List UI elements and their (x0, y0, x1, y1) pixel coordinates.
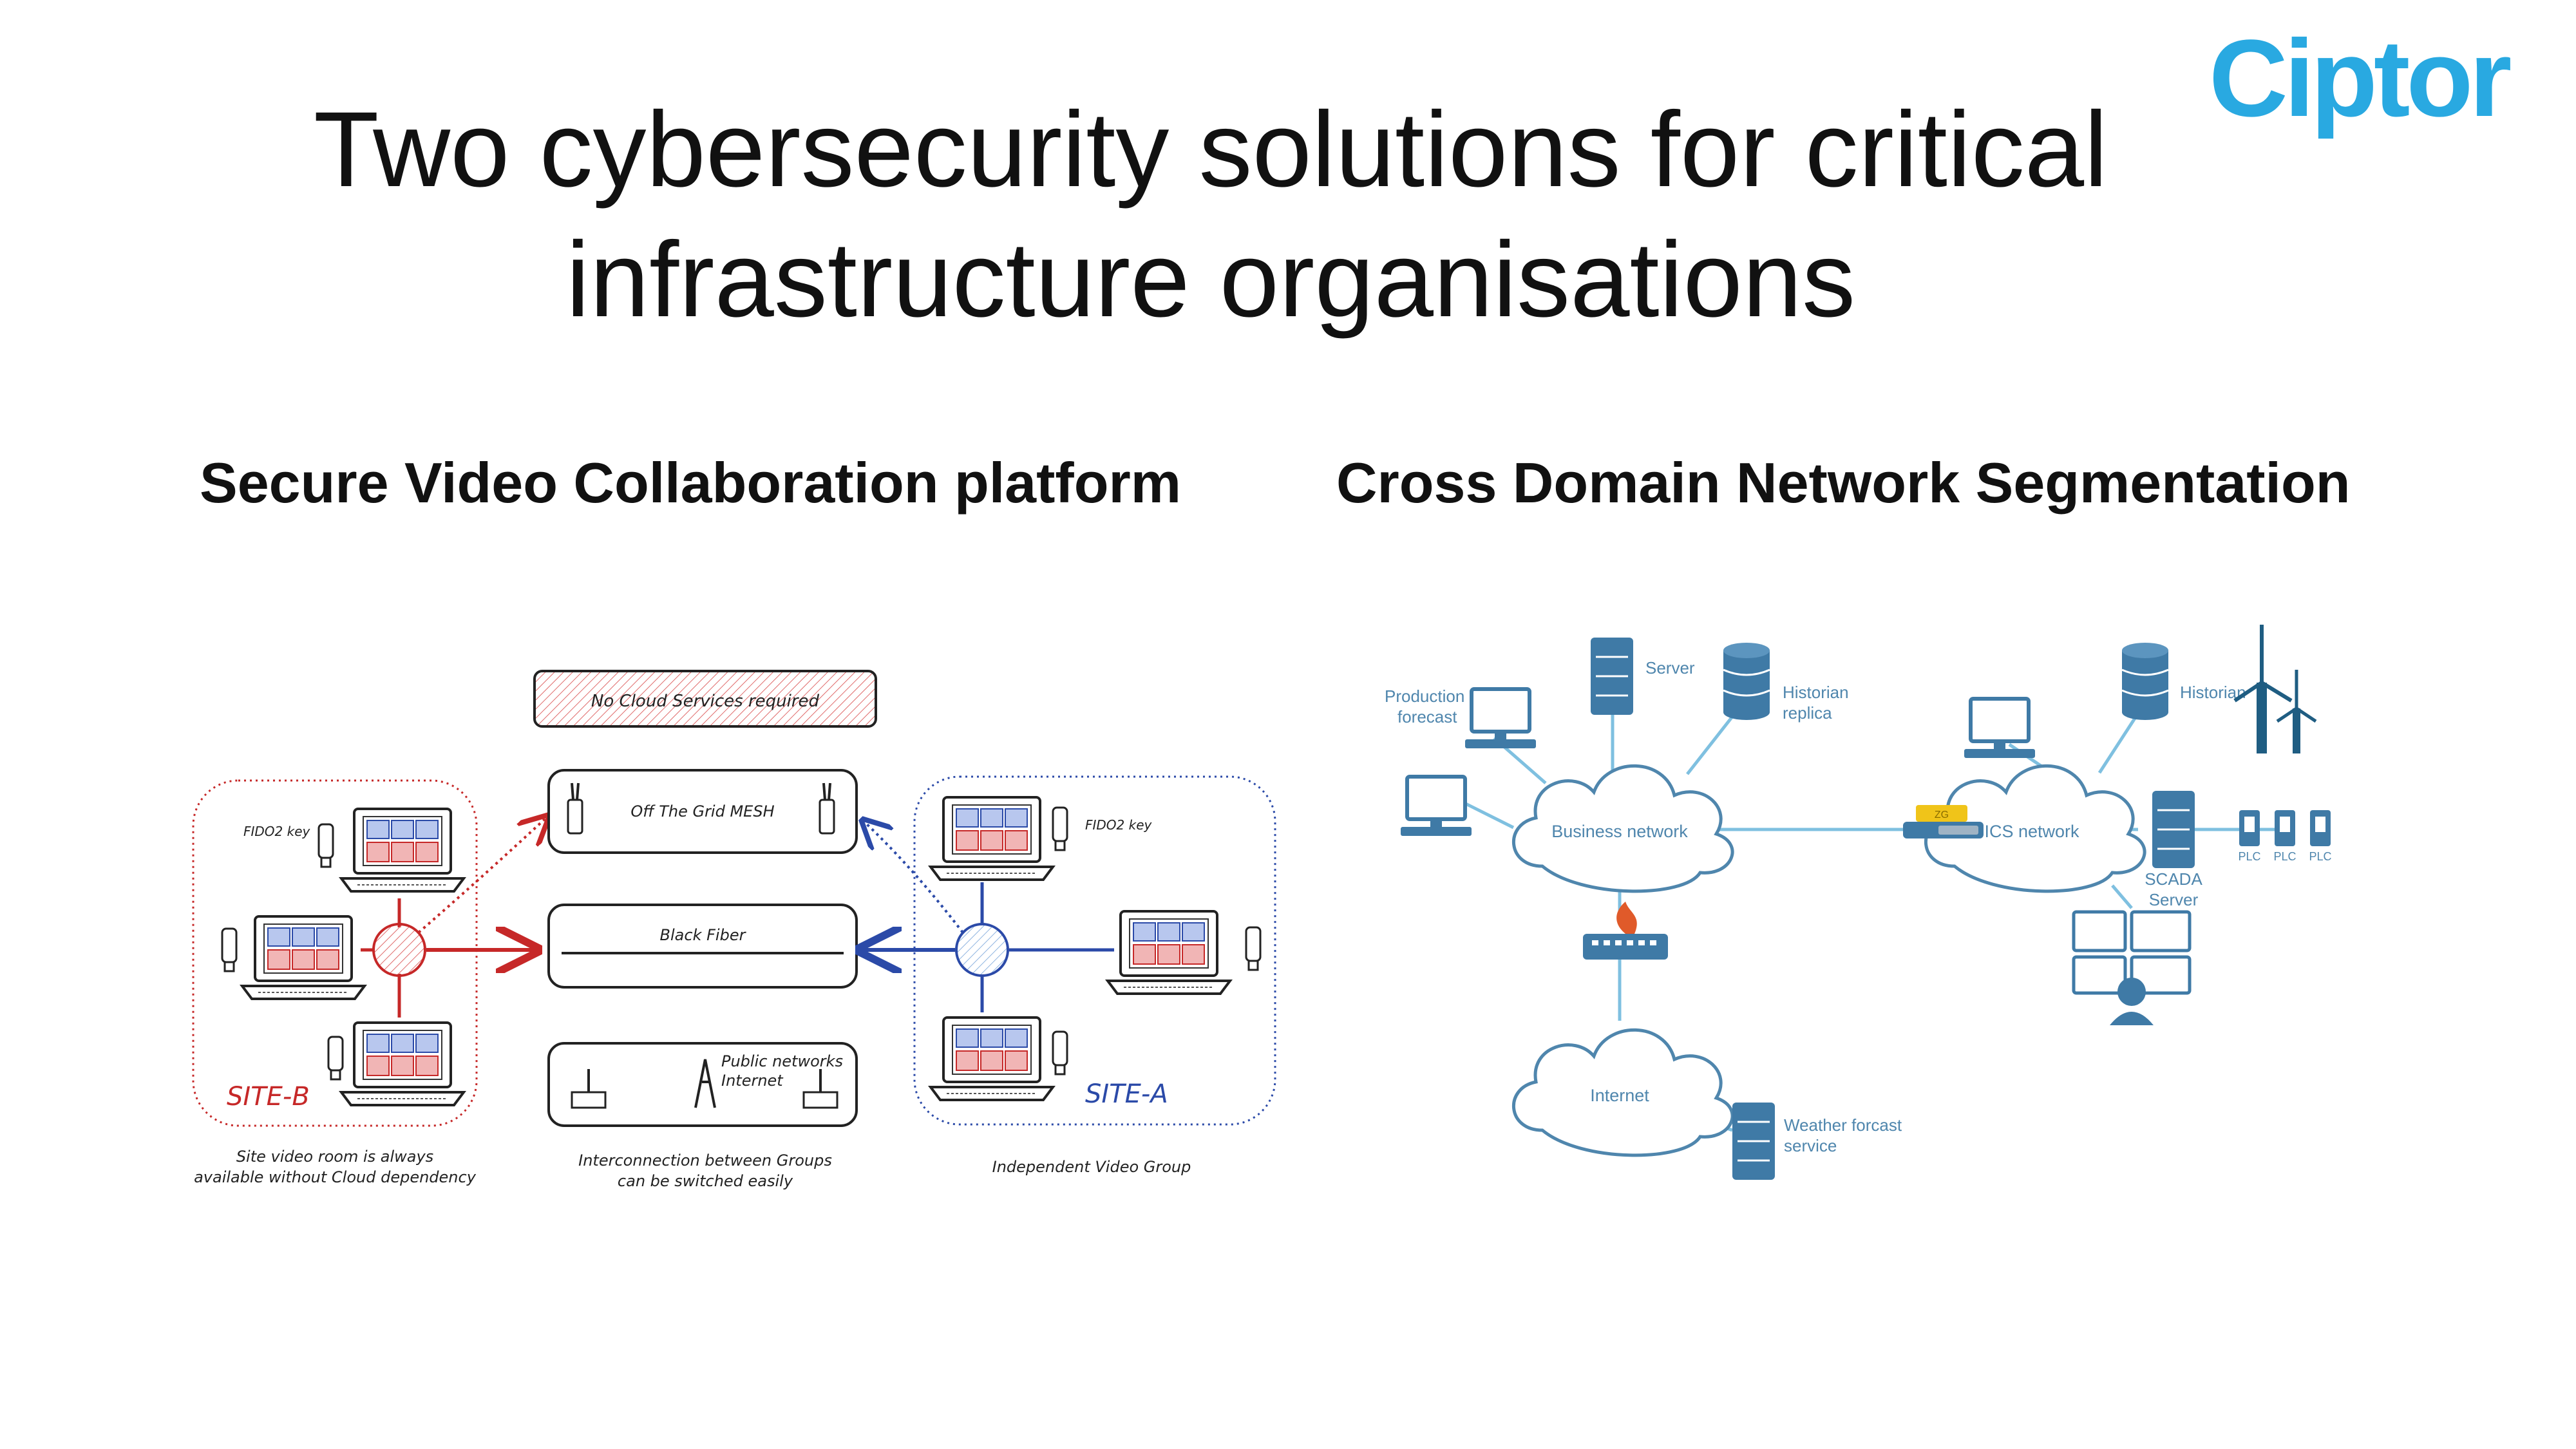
internet-label: Internet (721, 1072, 784, 1090)
weather-label-2: service (1784, 1136, 1837, 1155)
plc-label-1: PLC (2238, 850, 2260, 863)
plc-icon-3 (2310, 810, 2331, 846)
production-forecast-label-1: Production (1385, 687, 1464, 706)
site-a-caption: Independent Video Group (992, 1158, 1191, 1176)
site-b-fido-key-3 (327, 1036, 344, 1081)
site-b-fido-label: FIDO2 key (243, 824, 311, 839)
site-a-fido-key-3 (1052, 1030, 1068, 1075)
public-networks-label: Public networks (721, 1052, 843, 1070)
laptop-icon (1401, 777, 1472, 836)
server-label: Server (1645, 658, 1695, 677)
no-cloud-label: No Cloud Services required (591, 692, 820, 711)
site-b-fido-key-2 (221, 927, 238, 972)
production-forecast-monitor-icon (1465, 689, 1536, 748)
server-icon (1589, 636, 1634, 716)
zg-gateway-top (1916, 805, 1967, 822)
internet-label: Internet (1590, 1086, 1649, 1105)
ics-monitor-icon (1964, 699, 2035, 758)
scada-server-icon (2151, 790, 2196, 869)
site-b-laptop-3 (340, 1021, 465, 1106)
mesh-box (547, 769, 858, 854)
historian-replica-db-icon (1722, 641, 1771, 721)
scada-label-1: SCADA (2145, 869, 2202, 889)
middle-caption-1: Interconnection between Groups (578, 1151, 832, 1170)
ics-network-label: ICS network (1984, 822, 2079, 841)
business-network-label: Business network (1551, 822, 1688, 841)
site-b-hub (372, 923, 426, 977)
plc-label-3: PLC (2309, 850, 2331, 863)
mesh-label: Off The Grid MESH (630, 802, 774, 820)
production-forecast-label-2: forecast (1397, 707, 1457, 726)
weather-label-1: Weather forcast (1784, 1115, 1902, 1135)
plc-icon-2 (2275, 810, 2295, 846)
site-a-laptop-2 (1106, 910, 1231, 995)
heading-network-segmentation: Cross Domain Network Segmentation (1336, 451, 2351, 515)
site-a-label: SITE-A (1085, 1079, 1168, 1109)
weather-service-server-icon (1731, 1101, 1776, 1181)
page-title-line-1: Two cybersecurity solutions for critical (313, 90, 2108, 209)
site-b-laptop-2 (241, 915, 366, 1000)
historian-db-icon (2121, 641, 2170, 721)
public-networks-box (547, 1042, 858, 1127)
site-a-hub (955, 923, 1009, 977)
heading-video-platform: Secure Video Collaboration platform (200, 451, 1181, 515)
historian-replica-label-1: Historian (1783, 683, 1849, 702)
black-fiber-box (547, 904, 858, 989)
site-b-caption-2: available without Cloud dependency (194, 1168, 477, 1186)
scada-label-2: Server (2149, 890, 2199, 909)
site-b-fido-key-1 (317, 823, 334, 868)
wind-turbine-icon (2233, 625, 2317, 753)
zg-label: ZG (1935, 810, 1949, 820)
middle-caption-2: can be switched easily (618, 1172, 793, 1190)
site-a-laptop-1 (929, 796, 1054, 881)
network-segmentation-diagram: Business network ICS network Internet ZG… (1385, 625, 2332, 1181)
firewall-icon (1583, 934, 1668, 960)
ciptor-logo: Ciptor (2209, 19, 2514, 140)
site-b-caption-1: Site video room is always (236, 1148, 433, 1166)
site-a-fido-key-1 (1052, 806, 1068, 851)
plc-label-2: PLC (2273, 850, 2296, 863)
logo-text: Ciptor (2209, 19, 2510, 140)
plc-icon-1 (2239, 810, 2260, 846)
operator-workstation-icon (2072, 910, 2192, 1025)
site-a-fido-label: FIDO2 key (1085, 817, 1153, 833)
site-b-laptop-1 (340, 808, 465, 893)
page-title-line-2: infrastructure organisations (565, 220, 1856, 339)
historian-replica-label-2: replica (1783, 703, 1832, 723)
site-a-laptop-3 (929, 1016, 1054, 1101)
site-b-label: SITE-B (227, 1082, 310, 1112)
site-a-fido-key-2 (1245, 926, 1262, 971)
video-platform-diagram: No Cloud Services required SITE-B FIDO2 … (192, 670, 1276, 1190)
black-fiber-label: Black Fiber (660, 926, 747, 944)
